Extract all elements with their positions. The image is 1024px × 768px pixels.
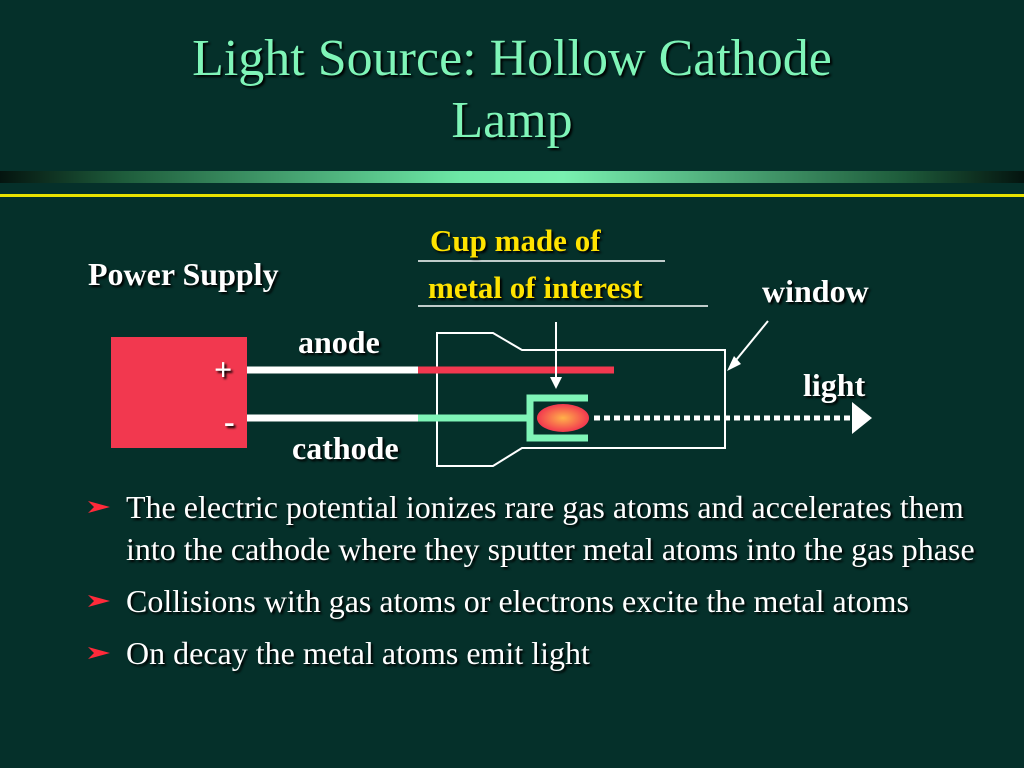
bullet-item: On decay the metal atoms emit light — [88, 632, 988, 674]
bullet-text: On decay the metal atoms emit light — [126, 635, 590, 671]
glow-discharge — [537, 404, 589, 432]
minus-terminal-label: - — [224, 403, 235, 439]
window-pointer-arrowhead — [727, 356, 741, 371]
bullet-text: The electric potential ionizes rare gas … — [126, 489, 975, 567]
cathode-label: cathode — [292, 430, 399, 466]
light-beam-arrowhead — [852, 402, 872, 434]
slide-title: Light Source: Hollow Cathode Lamp — [0, 28, 1024, 152]
plus-terminal-label: + — [214, 351, 233, 387]
anode-label: anode — [298, 324, 380, 360]
bullet-item: The electric potential ionizes rare gas … — [88, 486, 988, 570]
arrow-bullet-icon — [88, 647, 110, 659]
cathode-cup — [526, 394, 588, 442]
window-label: window — [762, 273, 869, 309]
cup-pointer-arrowhead — [550, 377, 562, 389]
power-supply-label: Power Supply — [88, 256, 279, 292]
arrow-bullet-icon — [88, 501, 110, 513]
bullet-list: The electric potential ionizes rare gas … — [88, 486, 988, 684]
title-divider-gradient — [0, 171, 1024, 183]
light-label: light — [803, 367, 866, 403]
bullet-text: Collisions with gas atoms or electrons e… — [126, 583, 909, 619]
arrow-bullet-icon — [88, 595, 110, 607]
slide-title-line-2: Lamp — [451, 92, 573, 149]
power-supply-box — [111, 337, 247, 448]
title-divider-yellow — [0, 194, 1024, 197]
cup-label-line-1: Cup made of — [430, 223, 601, 258]
cup-label-line-2: metal of interest — [428, 270, 643, 305]
window-pointer-line — [731, 320, 769, 366]
lamp-envelope — [436, 332, 726, 467]
slide-title-line-1: Light Source: Hollow Cathode — [192, 30, 832, 87]
bullet-item: Collisions with gas atoms or electrons e… — [88, 580, 988, 622]
